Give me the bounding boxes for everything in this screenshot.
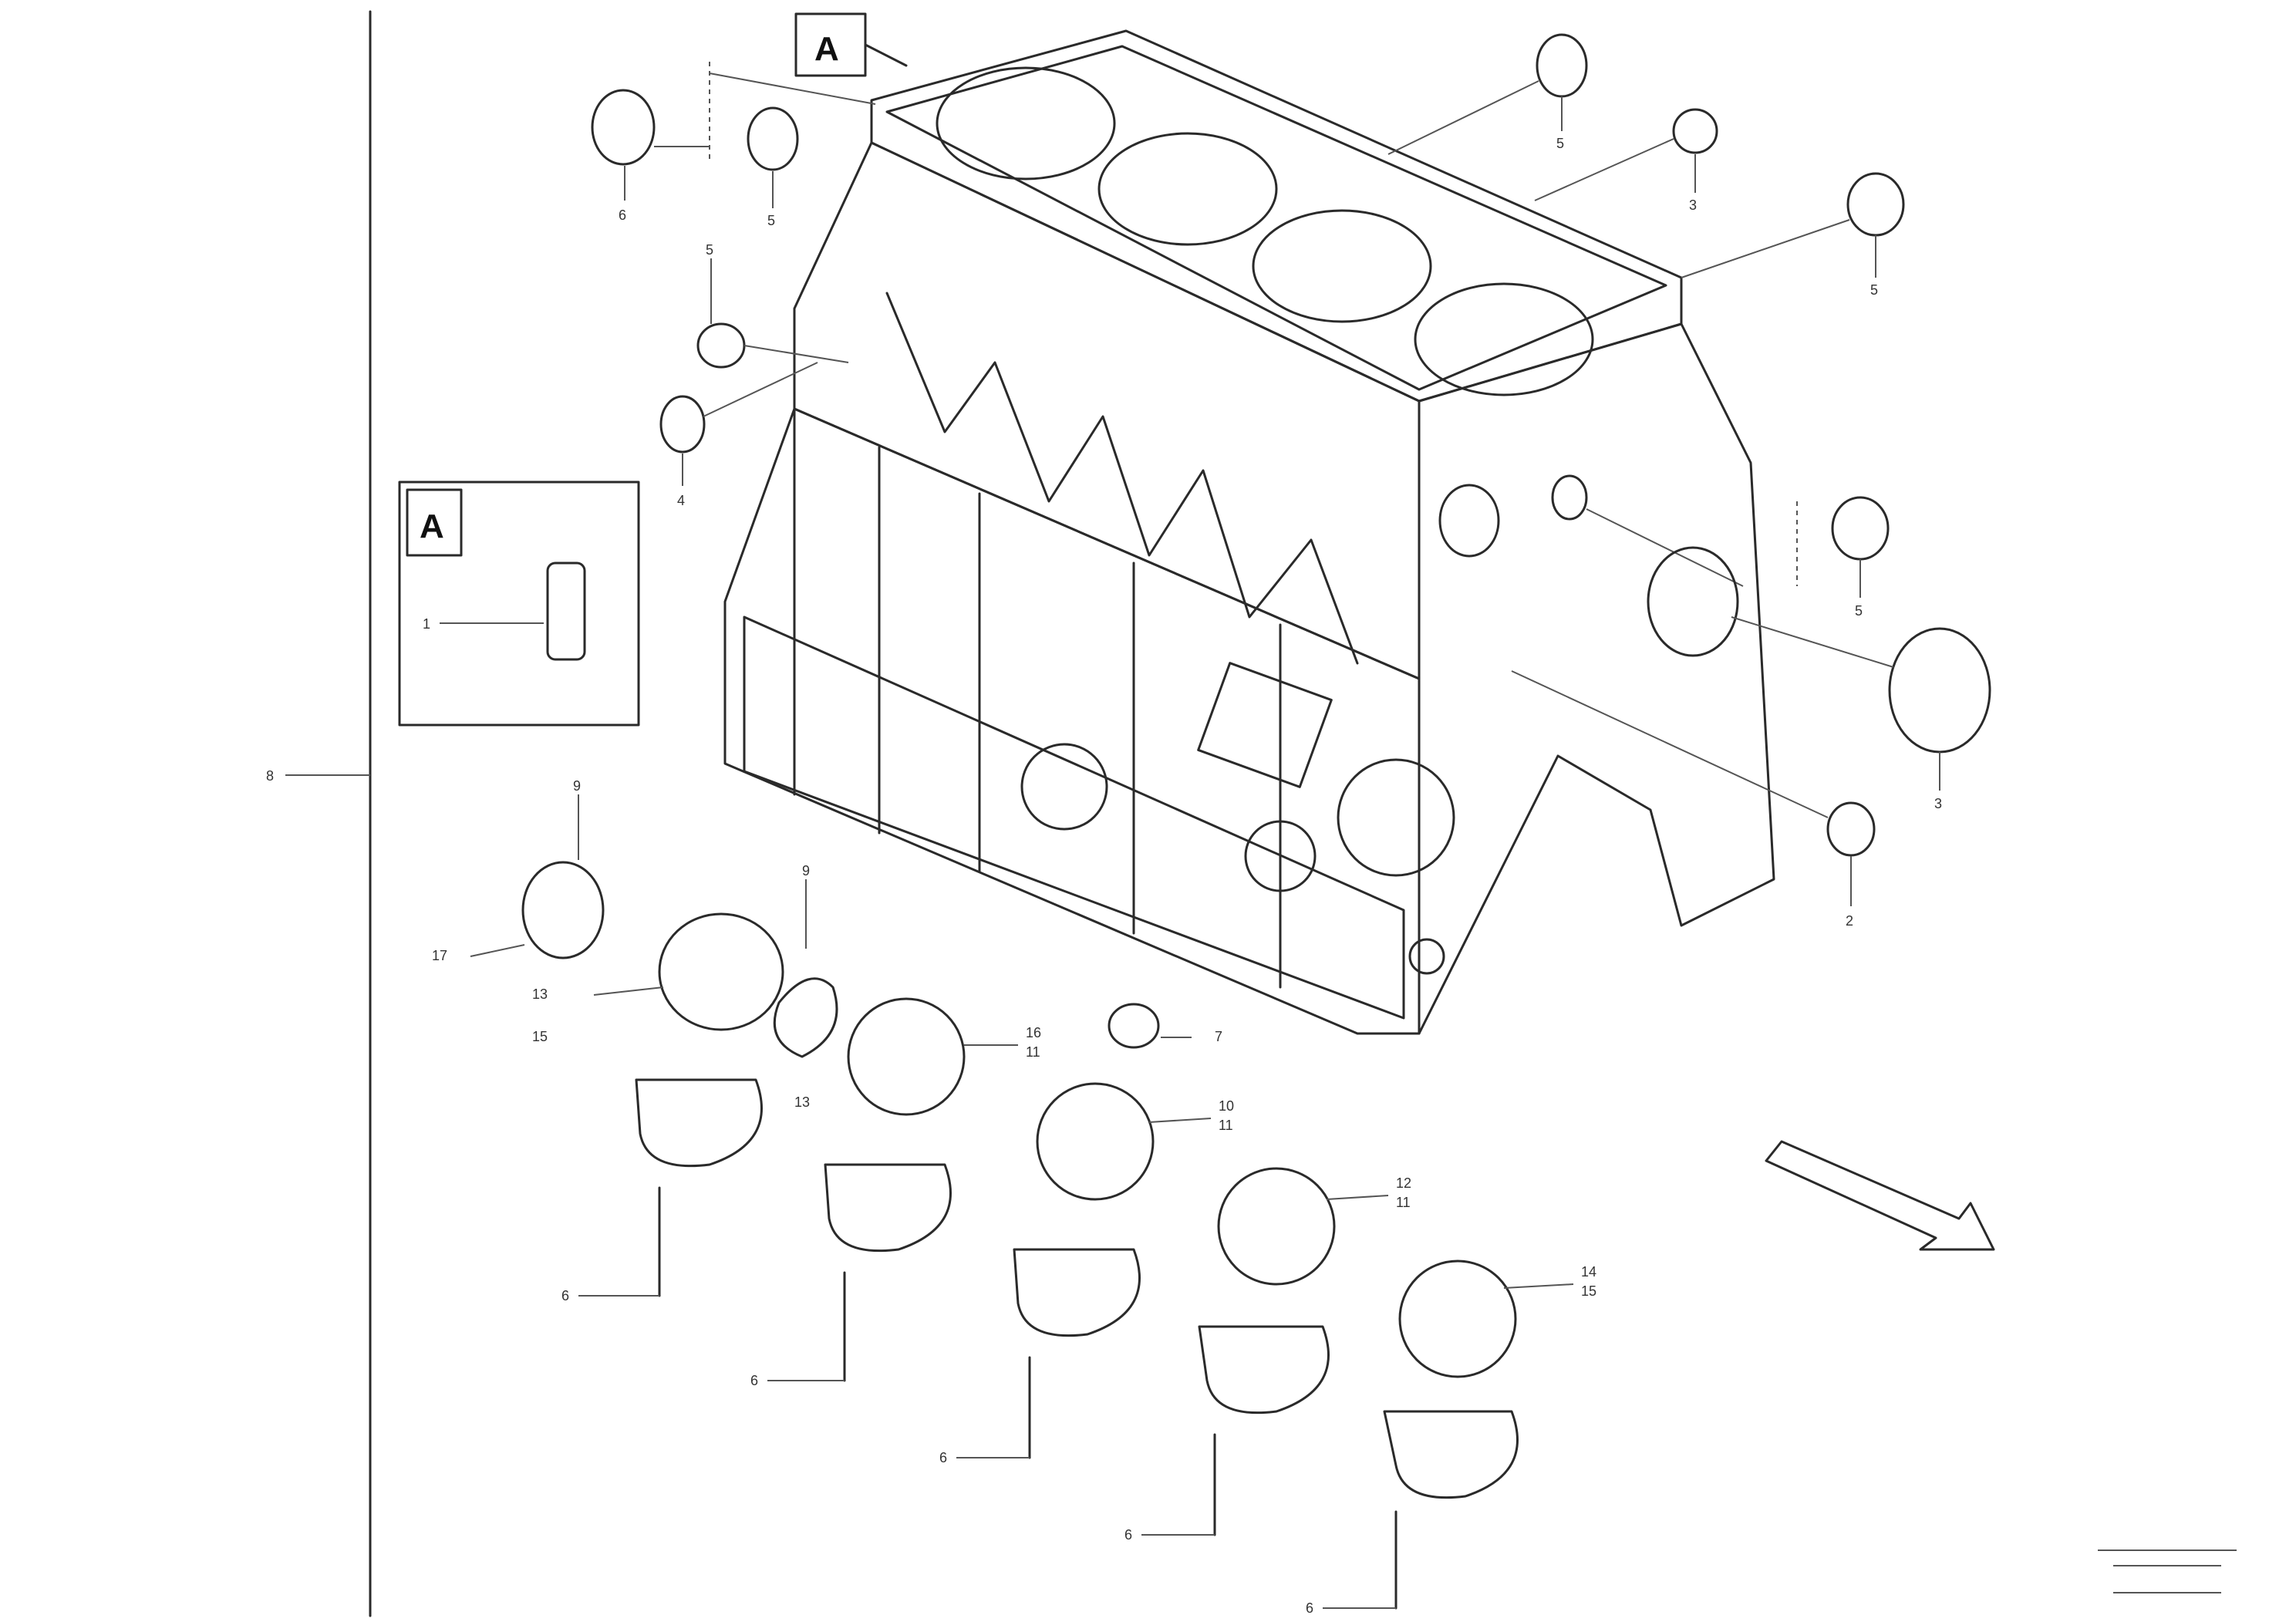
drawing-reference xyxy=(2098,1549,2237,1593)
main-bearing-caps xyxy=(521,861,1519,1610)
plugs-and-fittings xyxy=(591,33,1991,1049)
bearing-cap-5 xyxy=(1383,1259,1519,1610)
callout: 9 xyxy=(802,863,810,878)
callout: 5 xyxy=(1870,282,1878,298)
callout: 6 xyxy=(750,1373,758,1388)
bearing-cap-2 xyxy=(824,997,966,1382)
callout: 16 xyxy=(1026,1025,1041,1040)
svg-text:A: A xyxy=(420,508,444,545)
callout: 13 xyxy=(532,986,548,1002)
callout: 2 xyxy=(1846,913,1853,929)
callout: 6 xyxy=(1306,1600,1313,1616)
callout: 11 xyxy=(1219,1118,1233,1133)
cylinder-block xyxy=(723,29,1775,1035)
callout: 9 xyxy=(573,778,581,794)
callout: 6 xyxy=(939,1450,947,1465)
callout: 6 xyxy=(561,1288,569,1303)
callout: 13 xyxy=(794,1094,810,1110)
leader-lines xyxy=(470,96,1940,1609)
svg-text:A: A xyxy=(814,30,839,68)
detail-marker: A xyxy=(794,12,908,77)
bearing-cap-4 xyxy=(1198,1167,1336,1536)
callout: 8 xyxy=(266,768,274,784)
inset-detail-box: A 1 xyxy=(398,481,640,727)
callout: 11 xyxy=(1026,1044,1040,1060)
callout-labels: 6 5 5 4 5 3 5 5 3 2 7 8 9 17 13 15 9 13 … xyxy=(266,136,1942,1616)
callout: 6 xyxy=(619,207,626,223)
callout-1: 1 xyxy=(423,616,430,632)
callout: 7 xyxy=(1215,1029,1222,1044)
callout: 5 xyxy=(767,213,775,228)
callout: 3 xyxy=(1689,197,1697,213)
callout: 10 xyxy=(1219,1098,1234,1114)
callout: 5 xyxy=(706,242,713,258)
callout: 11 xyxy=(1396,1195,1411,1210)
callout: 12 xyxy=(1396,1175,1411,1191)
callout: 5 xyxy=(1556,136,1564,151)
callout: 14 xyxy=(1581,1264,1596,1280)
front-direction-arrow xyxy=(1765,1140,1995,1251)
bearing-cap-3 xyxy=(1013,1082,1155,1459)
callout: 17 xyxy=(432,948,447,963)
callout: 5 xyxy=(1855,603,1863,619)
bearing-cap-1 xyxy=(635,912,784,1297)
callout: 6 xyxy=(1124,1527,1132,1543)
callout: 3 xyxy=(1934,796,1942,811)
callout: 15 xyxy=(532,1029,548,1044)
callout: 4 xyxy=(677,493,685,508)
callout: 15 xyxy=(1581,1283,1596,1299)
